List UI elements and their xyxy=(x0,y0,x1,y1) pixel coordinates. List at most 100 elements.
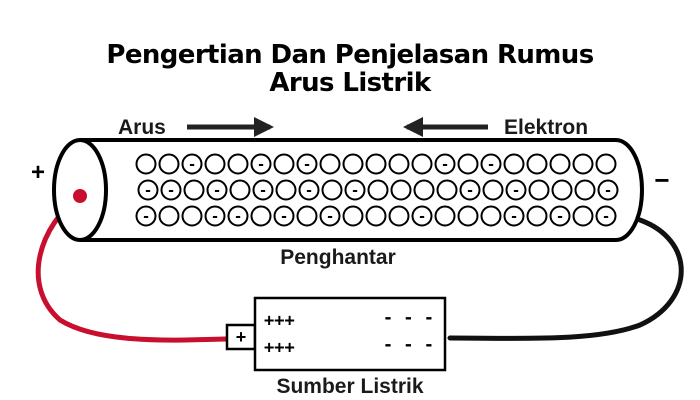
electron-minus-sign: - xyxy=(327,209,333,225)
electron-minus-sign: - xyxy=(143,209,149,225)
electron-minus-sign: - xyxy=(260,183,266,199)
ion-particle xyxy=(229,179,251,201)
ion-particle xyxy=(457,153,479,175)
electron-minus-sign: - xyxy=(419,209,425,225)
ion-particle xyxy=(319,153,341,175)
electron-particle xyxy=(273,205,295,227)
ion-particle xyxy=(388,153,410,175)
electron-particle xyxy=(206,179,228,201)
electron-minus-sign: - xyxy=(281,209,287,225)
electron-particle xyxy=(597,179,619,201)
ion-particle xyxy=(365,205,387,227)
ion-particle xyxy=(526,153,548,175)
ion-particle xyxy=(436,179,458,201)
ion-particle xyxy=(227,153,249,175)
ion-particle xyxy=(367,179,389,201)
ion-particle xyxy=(273,153,295,175)
electron-minus-sign: - xyxy=(168,183,174,199)
electron-particle xyxy=(227,205,249,227)
ion-particle xyxy=(457,205,479,227)
ion-particle xyxy=(158,205,180,227)
ion-particle xyxy=(549,153,571,175)
electron-minus-sign: - xyxy=(189,157,195,173)
title-line-1: Pengertian Dan Penjelasan Rumus xyxy=(106,40,593,70)
source-label: Sumber Listrik xyxy=(276,375,423,398)
source-positive-row-2: +++ xyxy=(264,338,295,358)
ion-particle xyxy=(526,205,548,227)
ion-particle xyxy=(275,179,297,201)
ion-particle xyxy=(528,179,550,201)
ion-particle xyxy=(482,179,504,201)
positive-terminal-sign: + xyxy=(31,159,45,186)
electron-minus-sign: - xyxy=(605,183,611,199)
electron-minus-sign: - xyxy=(467,183,473,199)
electron-minus-sign: - xyxy=(145,183,151,199)
ion-particle xyxy=(411,153,433,175)
electron-minus-sign: - xyxy=(306,183,312,199)
ion-particle xyxy=(365,153,387,175)
electron-particle xyxy=(549,205,571,227)
ion-particle xyxy=(296,205,318,227)
electron-particle xyxy=(595,205,617,227)
electron-minus-sign: - xyxy=(603,209,609,225)
electron-particle xyxy=(252,179,274,201)
electron-label: Elektron xyxy=(504,116,588,139)
ion-particle xyxy=(480,205,502,227)
electron-particle xyxy=(319,205,341,227)
electron-minus-sign: - xyxy=(352,183,358,199)
ion-particle xyxy=(342,153,364,175)
electron-particle xyxy=(459,179,481,201)
source-positive-row-1: +++ xyxy=(264,311,295,331)
electron-minus-sign: - xyxy=(511,209,517,225)
electron-particle xyxy=(250,153,272,175)
current-label: Arus xyxy=(118,116,166,139)
source-negative-row-2: - - - xyxy=(383,335,434,355)
title-line-2: Arus Listrik xyxy=(269,68,431,98)
ion-particle xyxy=(551,179,573,201)
source-negative-row-1: - - - xyxy=(383,308,434,328)
ion-particle xyxy=(572,153,594,175)
electron-particle xyxy=(298,179,320,201)
conductor-tube: ----------------------- xyxy=(52,138,644,242)
ion-particle xyxy=(250,205,272,227)
ion-particle xyxy=(595,153,617,175)
positive-wire xyxy=(35,193,229,343)
electron-minus-sign: - xyxy=(442,157,448,173)
electron-particle xyxy=(135,205,157,227)
ion-particle xyxy=(503,153,525,175)
ion-particle xyxy=(572,205,594,227)
electron-minus-sign: - xyxy=(212,209,218,225)
electron-particle xyxy=(181,153,203,175)
positive-terminal-dot xyxy=(73,189,87,203)
electron-particle xyxy=(505,179,527,201)
electron-minus-sign: - xyxy=(235,209,241,225)
ion-particle xyxy=(388,205,410,227)
electron-minus-sign: - xyxy=(304,157,310,173)
ion-particle xyxy=(574,179,596,201)
ion-particle xyxy=(135,153,157,175)
particle-grid: ----------------------- xyxy=(135,153,619,227)
electron-minus-sign: - xyxy=(513,183,519,199)
ion-particle xyxy=(434,205,456,227)
negative-wire xyxy=(447,217,684,341)
electron-particle xyxy=(137,179,159,201)
power-source: + +++ +++ - - - - - - xyxy=(225,296,447,372)
ion-particle xyxy=(413,179,435,201)
electron-particle xyxy=(344,179,366,201)
ion-particle xyxy=(183,179,205,201)
ion-particle xyxy=(181,205,203,227)
ion-particle xyxy=(342,205,364,227)
electron-minus-sign: - xyxy=(214,183,220,199)
conductor-label: Penghantar xyxy=(280,246,396,269)
electron-minus-sign: - xyxy=(488,157,494,173)
electron-particle xyxy=(204,205,226,227)
electron-particle xyxy=(411,205,433,227)
ion-particle xyxy=(204,153,226,175)
ion-particle xyxy=(390,179,412,201)
source-positive-terminal-sign: + xyxy=(236,327,247,347)
electron-particle xyxy=(296,153,318,175)
electron-particle xyxy=(160,179,182,201)
electron-particle xyxy=(434,153,456,175)
electron-minus-sign: - xyxy=(557,209,563,225)
